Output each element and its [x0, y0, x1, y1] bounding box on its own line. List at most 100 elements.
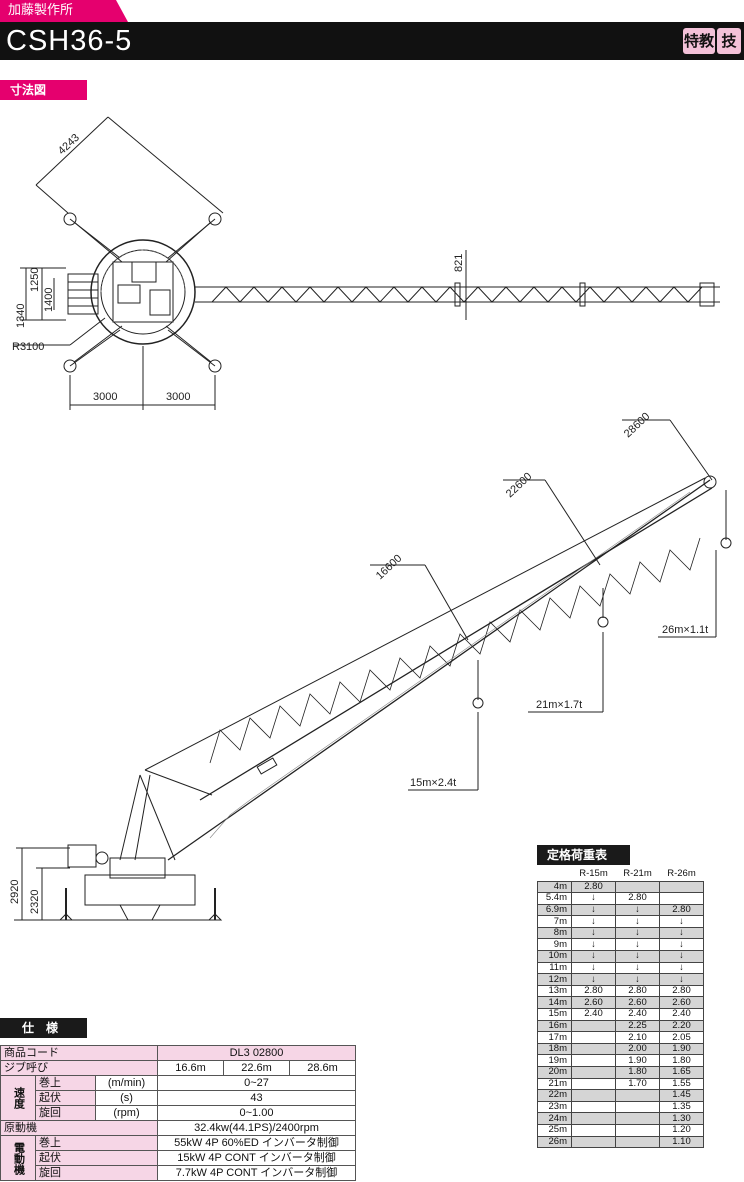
load-21m: 21m×1.7t [536, 699, 582, 711]
spec-label: 起伏 [35, 1090, 96, 1106]
spec-unit: (rpm) [95, 1105, 158, 1121]
load-cell [571, 1054, 616, 1067]
load-cell: 2.80 [659, 984, 704, 998]
radius-cell: 13m [537, 984, 572, 998]
load-cell: 2.10 [615, 1031, 660, 1044]
spec-label: 巻上 [35, 1135, 158, 1151]
spec-label: 巻上 [35, 1075, 96, 1091]
dim-jib3: 28600 [622, 411, 653, 441]
dim-jib-width: 821 [453, 254, 465, 272]
badge-tokkyo: 特教 [683, 28, 715, 54]
load-cell: ↓ [571, 950, 616, 963]
load-cell: ↓ [615, 903, 660, 917]
load-cell: ↓ [571, 915, 616, 928]
load-cell [571, 1100, 616, 1114]
radius-cell: 26m [537, 1135, 572, 1149]
dimension-drawing: 4243 1340 1250 1400 R3100 3000 3000 821 … [9, 116, 732, 921]
load-cell: 1.90 [659, 1042, 704, 1056]
dim-height-total: 2920 [9, 880, 21, 904]
load-cell: ↓ [615, 926, 660, 940]
col-header: R-15m [579, 868, 608, 880]
table-row: 12m↓↓↓ [537, 973, 704, 986]
load-cell [571, 1077, 616, 1091]
section-dimensions: 寸法図 [0, 80, 87, 100]
table-row: 24m 1.30 [537, 1112, 704, 1125]
load-cell [615, 1135, 660, 1149]
radius-cell: 6.9m [537, 903, 572, 917]
spec-value: 15kW 4P CONT インバータ制御 [157, 1150, 356, 1166]
col-header: R-21m [623, 868, 652, 880]
load-15m: 15m×2.4t [410, 777, 456, 789]
load-cell [659, 880, 704, 894]
spec-table: 商品コード DL3 02800 ジブ呼び 16.6m 22.6m 28.6m 速… [0, 1045, 356, 1181]
table-row: 5.4m↓2.80 [537, 892, 704, 905]
load-cell: 2.20 [659, 1019, 704, 1033]
load-cell [571, 1066, 616, 1079]
dim-jib2: 22600 [504, 471, 535, 501]
load-cell [571, 1089, 616, 1102]
radius-cell: 10m [537, 950, 572, 963]
outrigger-arm [167, 329, 216, 367]
load-cell [615, 1100, 660, 1114]
maker-label: 加藤製作所 [0, 0, 128, 22]
outrigger-pad [63, 359, 77, 373]
load-cell: 1.45 [659, 1089, 704, 1102]
load-26m: 26m×1.1t [662, 624, 708, 636]
load-cell: 1.80 [615, 1066, 660, 1079]
spec-value: 7.7kW 4P CONT インバータ制御 [157, 1165, 356, 1181]
load-cell: ↓ [571, 961, 616, 975]
outrigger-pad [208, 359, 222, 373]
load-cell: 1.35 [659, 1100, 704, 1114]
radius-cell: 15m [537, 1008, 572, 1021]
col-header: R-26m [667, 868, 696, 880]
load-cell [571, 1123, 616, 1137]
radius-cell: 18m [537, 1042, 572, 1056]
load-cell: ↓ [659, 961, 704, 975]
radius-cell: 12m [537, 973, 572, 986]
load-cell [615, 1123, 660, 1137]
load-cell: 2.60 [571, 996, 616, 1010]
load-cell: ↓ [615, 915, 660, 928]
outrigger-arm [69, 329, 121, 367]
load-cell: ↓ [571, 973, 616, 986]
dim-right-span: 3000 [166, 391, 190, 403]
dim-left-span: 3000 [93, 391, 117, 403]
load-cell: 2.40 [615, 1008, 660, 1021]
dim-width-b: 1400 [43, 288, 55, 312]
load-cell: 2.40 [659, 1008, 704, 1021]
dim-width-a: 1250 [29, 268, 41, 292]
load-cell: 2.00 [615, 1042, 660, 1056]
load-cell: 1.30 [659, 1112, 704, 1125]
load-cell: 1.10 [659, 1135, 704, 1149]
dim-width-total: 1340 [15, 304, 27, 328]
table-row: 7m↓↓↓ [537, 915, 704, 928]
load-cell: 2.80 [615, 892, 660, 905]
radius-cell: 24m [537, 1112, 572, 1125]
radius-cell: 14m [537, 996, 572, 1010]
table-row: 10m↓↓↓ [537, 950, 704, 963]
spec-label: 起伏 [35, 1150, 158, 1166]
radius-cell: 20m [537, 1066, 572, 1079]
spec-value: 22.6m [223, 1060, 290, 1076]
outrigger-pad [63, 212, 77, 226]
table-row: 11m↓↓↓ [537, 961, 704, 975]
load-cell [615, 1112, 660, 1125]
load-cell: ↓ [571, 938, 616, 952]
load-cell [571, 1112, 616, 1125]
slewing-ring [90, 239, 196, 345]
load-cell [615, 880, 660, 894]
model-title: CSH36-5 [6, 25, 133, 57]
radius-cell: 16m [537, 1019, 572, 1033]
load-cell: ↓ [571, 903, 616, 917]
load-cell: 1.65 [659, 1066, 704, 1079]
load-cell: 2.05 [659, 1031, 704, 1044]
load-cell: ↓ [571, 926, 616, 940]
